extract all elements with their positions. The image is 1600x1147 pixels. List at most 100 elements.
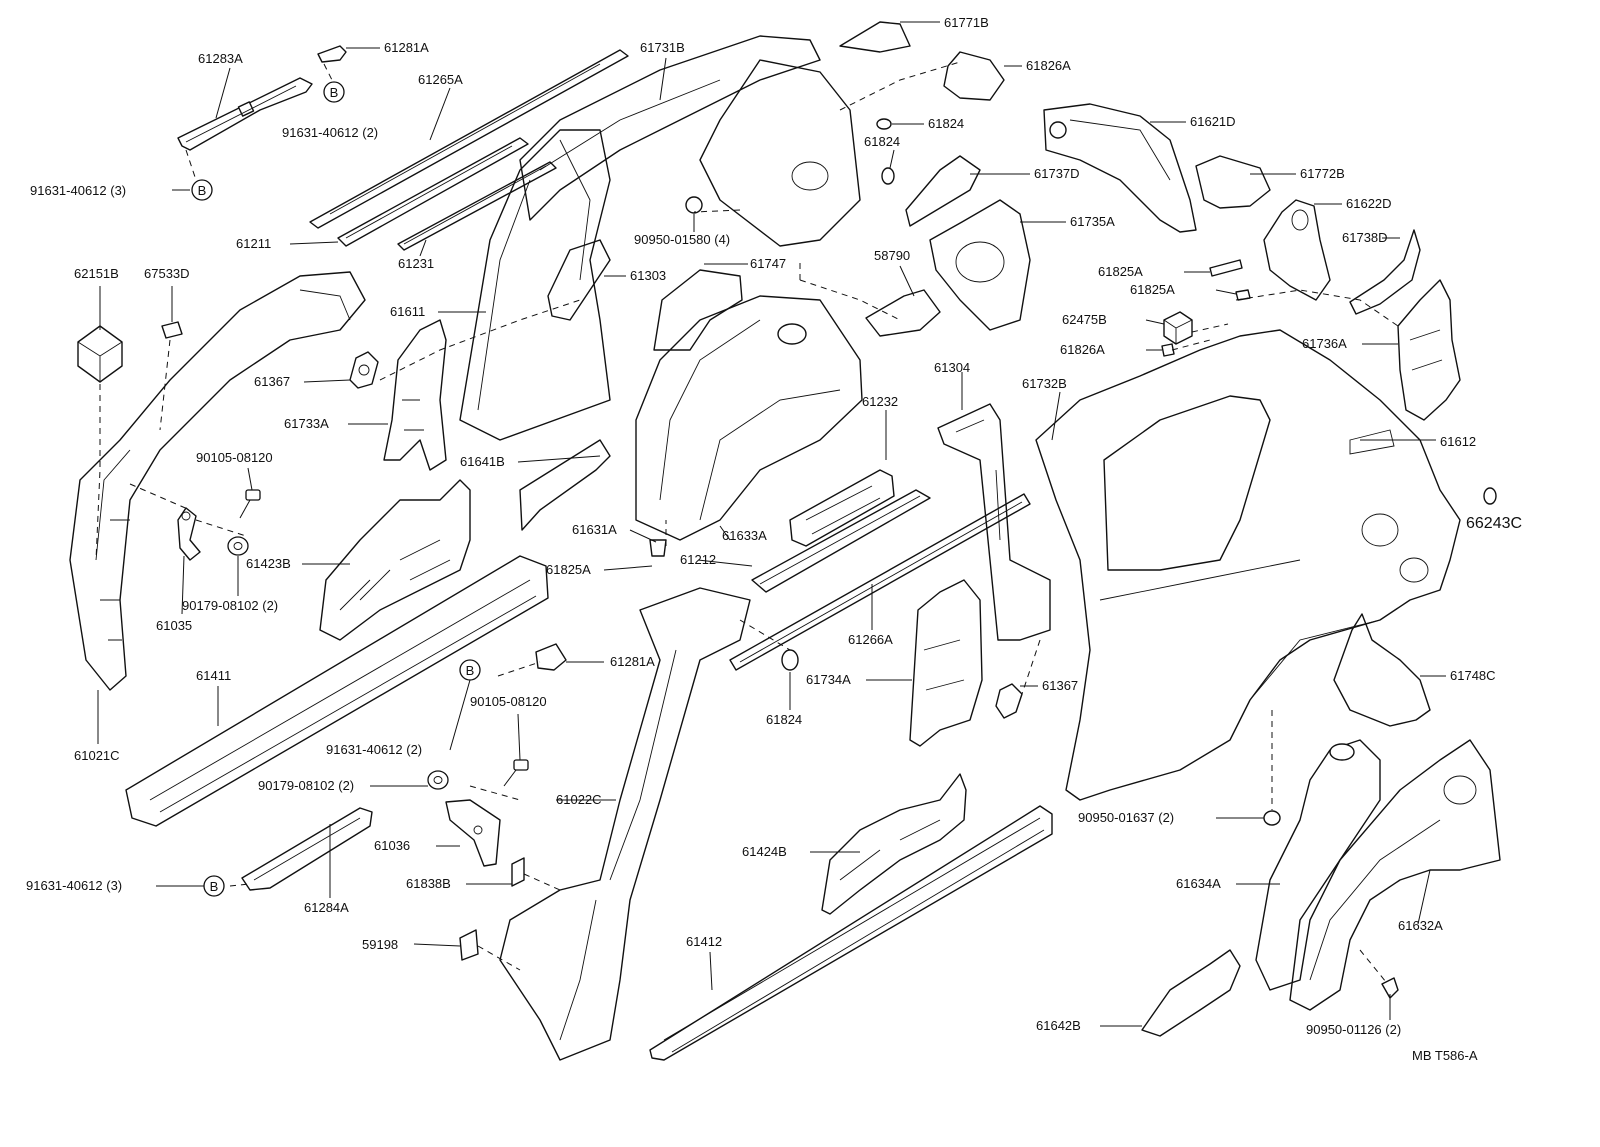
part-61622D bbox=[1263, 199, 1331, 301]
part-61036 bbox=[445, 799, 501, 867]
leader-lines bbox=[97, 21, 1446, 1027]
label-61747: 61747 bbox=[750, 256, 786, 271]
callout-b-4-text: B bbox=[210, 879, 219, 894]
part-61824-c bbox=[781, 649, 799, 671]
part-61738D bbox=[1349, 229, 1421, 315]
label-61734A: 61734A bbox=[806, 672, 851, 687]
label-91631-40612-2-top: 91631-40612 (2) bbox=[282, 125, 378, 140]
label-61036: 61036 bbox=[374, 838, 410, 853]
label-61633A: 61633A bbox=[722, 528, 767, 543]
label-61771B: 61771B bbox=[944, 15, 989, 30]
part-61736A bbox=[1397, 279, 1461, 421]
part-61632A bbox=[1289, 739, 1501, 1011]
callout-b-4: B bbox=[203, 875, 225, 897]
label-61825A-mid: 61825A bbox=[546, 562, 591, 577]
callout-b-1: B bbox=[323, 81, 345, 103]
label-61281A-bottom: 61281A bbox=[610, 654, 655, 669]
label-61035: 61035 bbox=[156, 618, 192, 633]
label-58790: 58790 bbox=[874, 248, 910, 263]
part-61611 bbox=[459, 129, 611, 441]
label-61412: 61412 bbox=[686, 934, 722, 949]
part-61631A bbox=[649, 539, 667, 557]
part-61772B bbox=[1195, 155, 1271, 209]
label-61424B: 61424B bbox=[742, 844, 787, 859]
part-61284A bbox=[241, 807, 373, 891]
part-61748C bbox=[1333, 613, 1431, 727]
part-67533D bbox=[161, 321, 183, 339]
part-61621D bbox=[1043, 103, 1197, 233]
part-61424B bbox=[821, 773, 967, 915]
label-67533D: 67533D bbox=[144, 266, 190, 281]
label-61303: 61303 bbox=[630, 268, 666, 283]
label-91631-40612-3-bottom: 91631-40612 (3) bbox=[26, 878, 122, 893]
label-61732B: 61732B bbox=[1022, 376, 1067, 391]
part-61734A bbox=[909, 579, 983, 747]
label-61736A: 61736A bbox=[1302, 336, 1347, 351]
part-61281A-top bbox=[317, 45, 347, 63]
label-61423B: 61423B bbox=[246, 556, 291, 571]
part-90105-08120-bottom bbox=[503, 759, 529, 787]
label-61634A: 61634A bbox=[1176, 876, 1221, 891]
label-61631A: 61631A bbox=[572, 522, 617, 537]
label-59198: 59198 bbox=[362, 937, 398, 952]
part-61367-left bbox=[349, 351, 379, 389]
part-61771B bbox=[839, 21, 911, 53]
label-62151B: 62151B bbox=[74, 266, 119, 281]
label-61735A: 61735A bbox=[1070, 214, 1115, 229]
part-61021C bbox=[69, 271, 366, 691]
callout-b-2: B bbox=[191, 179, 213, 201]
label-61266A: 61266A bbox=[848, 632, 893, 647]
label-61283A: 61283A bbox=[198, 51, 243, 66]
label-90105-08120-top: 90105-08120 bbox=[196, 450, 273, 465]
label-61826A-bottom: 61826A bbox=[1060, 342, 1105, 357]
part-number-labels: 61283A 61281A 61265A 91631-40612 (2) 916… bbox=[26, 15, 1522, 1063]
part-90179-08102-top bbox=[227, 536, 249, 556]
callout-b-3: B bbox=[459, 659, 481, 681]
label-61621D: 61621D bbox=[1190, 114, 1236, 129]
label-90950-01126-2: 90950-01126 (2) bbox=[1306, 1022, 1401, 1037]
label-61738D: 61738D bbox=[1342, 230, 1388, 245]
part-rear-inner-upper bbox=[699, 59, 861, 247]
label-61737D: 61737D bbox=[1034, 166, 1080, 181]
part-61633A bbox=[635, 295, 863, 541]
label-61281A-top: 61281A bbox=[384, 40, 429, 55]
label-61411: 61411 bbox=[196, 668, 231, 683]
label-61231: 61231 bbox=[398, 256, 434, 271]
part-61411 bbox=[125, 555, 549, 827]
label-61825A-r2: 61825A bbox=[1130, 282, 1175, 297]
part-59198 bbox=[459, 929, 479, 961]
label-90950-01637-2: 90950-01637 (2) bbox=[1078, 810, 1174, 825]
part-61232 bbox=[789, 469, 895, 547]
part-62475B bbox=[1163, 311, 1193, 345]
label-62475B: 62475B bbox=[1062, 312, 1107, 327]
part-61824-a bbox=[876, 118, 892, 130]
part-61022C bbox=[499, 587, 751, 1061]
part-61281A-bottom bbox=[535, 643, 567, 671]
part-61212 bbox=[751, 489, 931, 593]
label-90179-08102-2-bottom: 90179-08102 (2) bbox=[258, 778, 354, 793]
part-61412 bbox=[649, 805, 1053, 1061]
label-61367-right: 61367 bbox=[1042, 678, 1078, 693]
part-90950-01637 bbox=[1263, 810, 1281, 826]
part-61824-b bbox=[881, 167, 895, 185]
label-61824-b: 61824 bbox=[864, 134, 900, 149]
label-61748C: 61748C bbox=[1450, 668, 1496, 683]
label-61612: 61612 bbox=[1440, 434, 1476, 449]
label-61211: 61211 bbox=[236, 236, 271, 251]
label-61021C: 61021C bbox=[74, 748, 120, 763]
label-61022C: 61022C bbox=[556, 792, 602, 807]
label-61824-a: 61824 bbox=[928, 116, 964, 131]
part-61367-right bbox=[995, 683, 1023, 719]
part-61826A-bottom bbox=[1161, 343, 1175, 357]
label-61731B: 61731B bbox=[640, 40, 685, 55]
label-61304: 61304 bbox=[934, 360, 970, 375]
label-61772B: 61772B bbox=[1300, 166, 1345, 181]
part-61423B bbox=[319, 479, 471, 641]
label-61284A: 61284A bbox=[304, 900, 349, 915]
label-61641B: 61641B bbox=[460, 454, 505, 469]
label-61824-c: 61824 bbox=[766, 712, 802, 727]
label-61212: 61212 bbox=[680, 552, 716, 567]
part-58790 bbox=[865, 289, 941, 337]
